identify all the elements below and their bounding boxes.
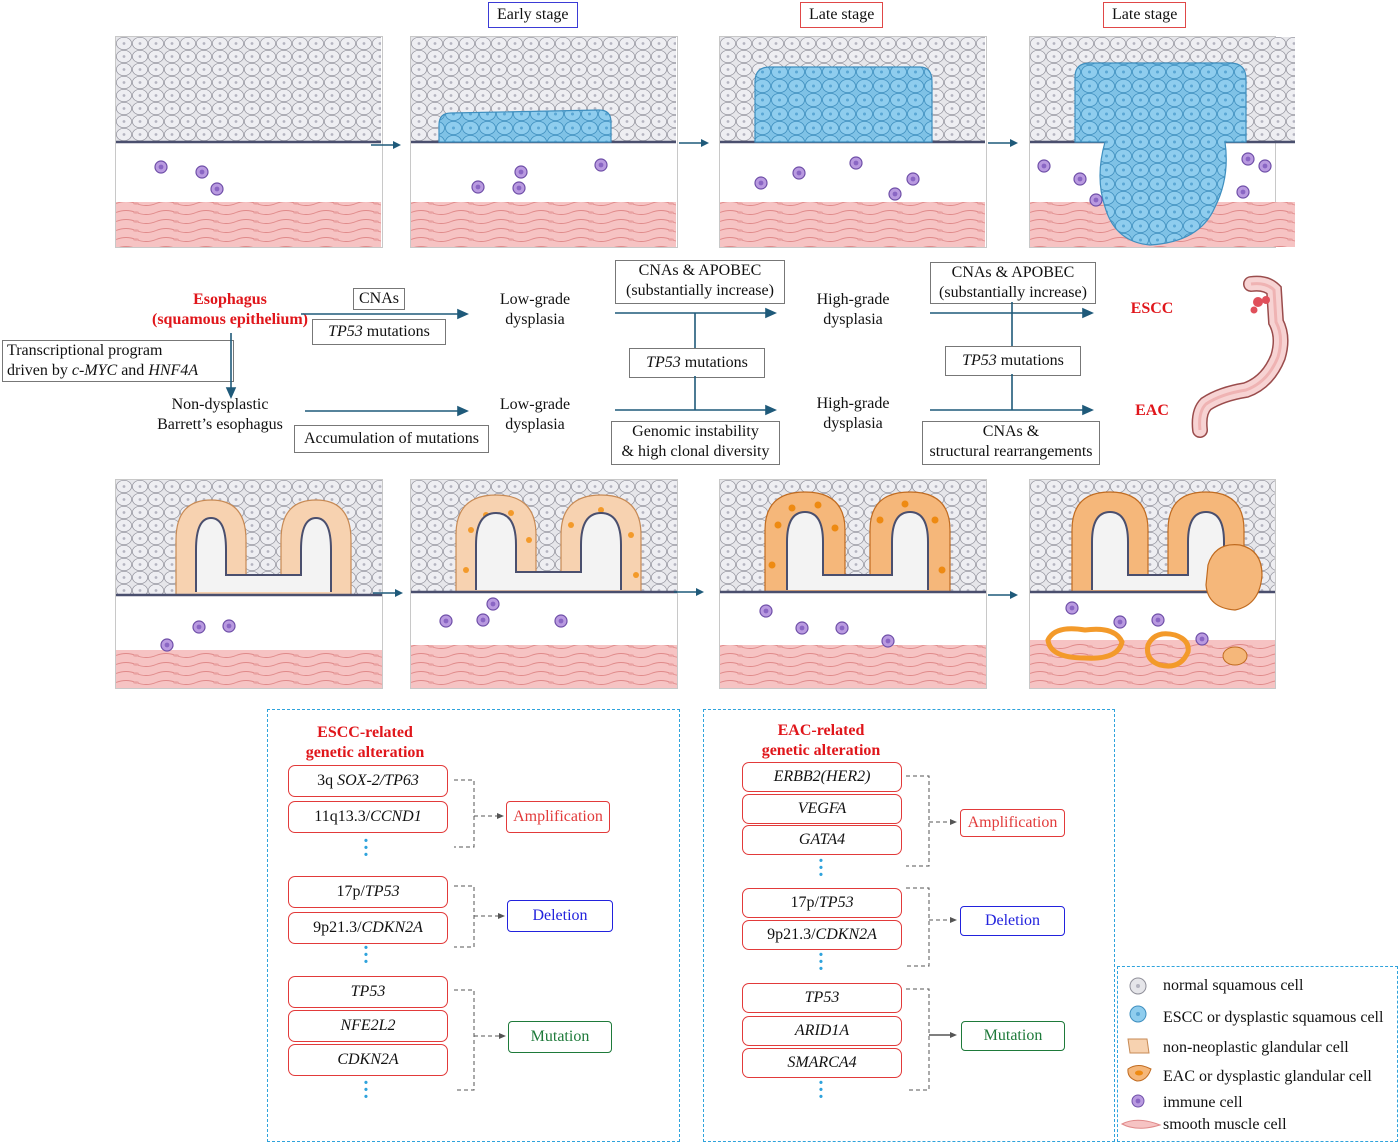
stage-label-late-2: Late stage <box>1103 2 1187 28</box>
accumulation-box: Accumulation of mutations <box>294 425 489 453</box>
arrow-top-1 <box>371 141 401 149</box>
eac-mutation-label: Mutation <box>961 1021 1065 1051</box>
arrow-bottom-1 <box>373 589 403 597</box>
genomic-instability-box: Genomic instability& high clonal diversi… <box>611 421 780 465</box>
eac-amp-ellipsis: ··· <box>817 850 825 886</box>
escc-label: ESCC <box>1130 300 1174 317</box>
escc-mut-gene-2: NFE2L2 <box>288 1010 448 1042</box>
eac-panel-high-grade <box>719 479 987 689</box>
immune-cell-icon <box>1131 1094 1145 1108</box>
smooth-muscle-cell-icon <box>1120 1119 1162 1129</box>
escc-amplification-label: Amplification <box>506 801 610 833</box>
eac-cell-icon <box>1127 1065 1152 1082</box>
eac-panel-invasive <box>1029 479 1276 689</box>
eac-del-ellipsis: ··· <box>817 944 825 980</box>
escc-mut-gene-3: CDKN2A <box>288 1044 448 1076</box>
cnas-box: CNAs <box>353 288 405 310</box>
escc-amp-ellipsis: ··· <box>362 830 370 866</box>
stage-label-late-1: Late stage <box>800 2 884 28</box>
stage-label-early: Early stage <box>488 2 578 28</box>
escc-deletion-label: Deletion <box>507 900 613 932</box>
escc-del-gene-1: 17p/TP53 <box>288 876 448 908</box>
eac-label: EAC <box>1135 402 1169 419</box>
eac-mut-gene-3: SMARCA4 <box>742 1048 902 1078</box>
arrow-bottom-3 <box>988 591 1018 599</box>
cnas-apobec-box-2: CNAs & APOBEC(substantially increase) <box>930 262 1096 304</box>
eac-mut-gene-2: ARID1A <box>742 1016 902 1046</box>
eac-alteration-panel <box>703 709 1115 1142</box>
cnas-apobec-box-1: CNAs & APOBEC(substantially increase) <box>615 260 785 304</box>
eac-panel-barrett <box>115 479 383 689</box>
legend-label-smooth-muscle: smooth muscle cell <box>1163 1116 1287 1133</box>
arrow-top-3 <box>988 139 1018 147</box>
tp53-mutations-box-2: TP53 mutations <box>629 348 765 378</box>
normal-squamous-cell-icon <box>1129 977 1147 995</box>
stomach-illustration <box>1191 275 1289 438</box>
escc-amp-gene-1: 3q SOX-2/TP63 <box>288 765 448 797</box>
escc-panel-early <box>409 35 678 249</box>
escc-mutation-label: Mutation <box>508 1021 612 1053</box>
eac-amp-gene-2: VEGFA <box>742 794 902 824</box>
escc-cell-icon <box>1129 1005 1147 1023</box>
escc-panel-normal <box>114 35 383 249</box>
eac-amp-gene-3: GATA4 <box>742 825 902 855</box>
arrow-top-2 <box>679 139 709 147</box>
escc-del-gene-2: 9p21.3/CDKN2A <box>288 912 448 944</box>
eac-mut-ellipsis: ··· <box>817 1072 825 1108</box>
legend-label-escc-cell: ESCC or dysplastic squamous cell <box>1163 1009 1384 1026</box>
eac-amp-gene-1: ERBB2(HER2) <box>742 762 902 792</box>
legend-label-normal-squamous: normal squamous cell <box>1163 977 1304 994</box>
legend-label-immune-cell: immune cell <box>1163 1094 1243 1111</box>
eac-mut-gene-1: TP53 <box>742 983 902 1013</box>
transcriptional-program-box: Transcriptional program driven by c-MYC … <box>2 340 234 382</box>
legend-label-eac-cell: EAC or dysplastic glandular cell <box>1163 1068 1372 1085</box>
tp53-mutations-box-3: TP53 mutations <box>945 346 1081 376</box>
eac-deletion-label: Deletion <box>960 906 1065 936</box>
escc-panel-late-2 <box>1028 35 1297 249</box>
flow-connectors <box>225 302 1094 417</box>
escc-mut-gene-1: TP53 <box>288 976 448 1008</box>
escc-alteration-panel <box>267 709 680 1142</box>
legend-label-glandular-cell: non-neoplastic glandular cell <box>1163 1039 1349 1056</box>
eac-del-gene-2: 9p21.3/CDKN2A <box>742 920 902 950</box>
arrow-bottom-2 <box>674 588 704 596</box>
tp53-mutations-box-1: TP53 mutations <box>312 319 446 345</box>
esophagus-label: Esophagus(squamous epithelium) <box>151 291 309 328</box>
cnas-structural-box: CNAs &structural rearrangements <box>922 421 1100 465</box>
glandular-cell-icon <box>1127 1038 1150 1054</box>
escc-del-ellipsis: ··· <box>362 937 370 973</box>
legend-icons <box>1120 977 1162 1129</box>
escc-amp-gene-2: 11q13.3/CCND1 <box>288 801 448 833</box>
escc-mut-ellipsis: ··· <box>362 1072 370 1108</box>
eac-panel-low-grade <box>410 479 678 689</box>
legend-panel <box>1117 966 1398 1142</box>
escc-panel-late-1 <box>718 35 987 249</box>
eac-amplification-label: Amplification <box>960 809 1065 837</box>
eac-del-gene-1: 17p/TP53 <box>742 888 902 918</box>
